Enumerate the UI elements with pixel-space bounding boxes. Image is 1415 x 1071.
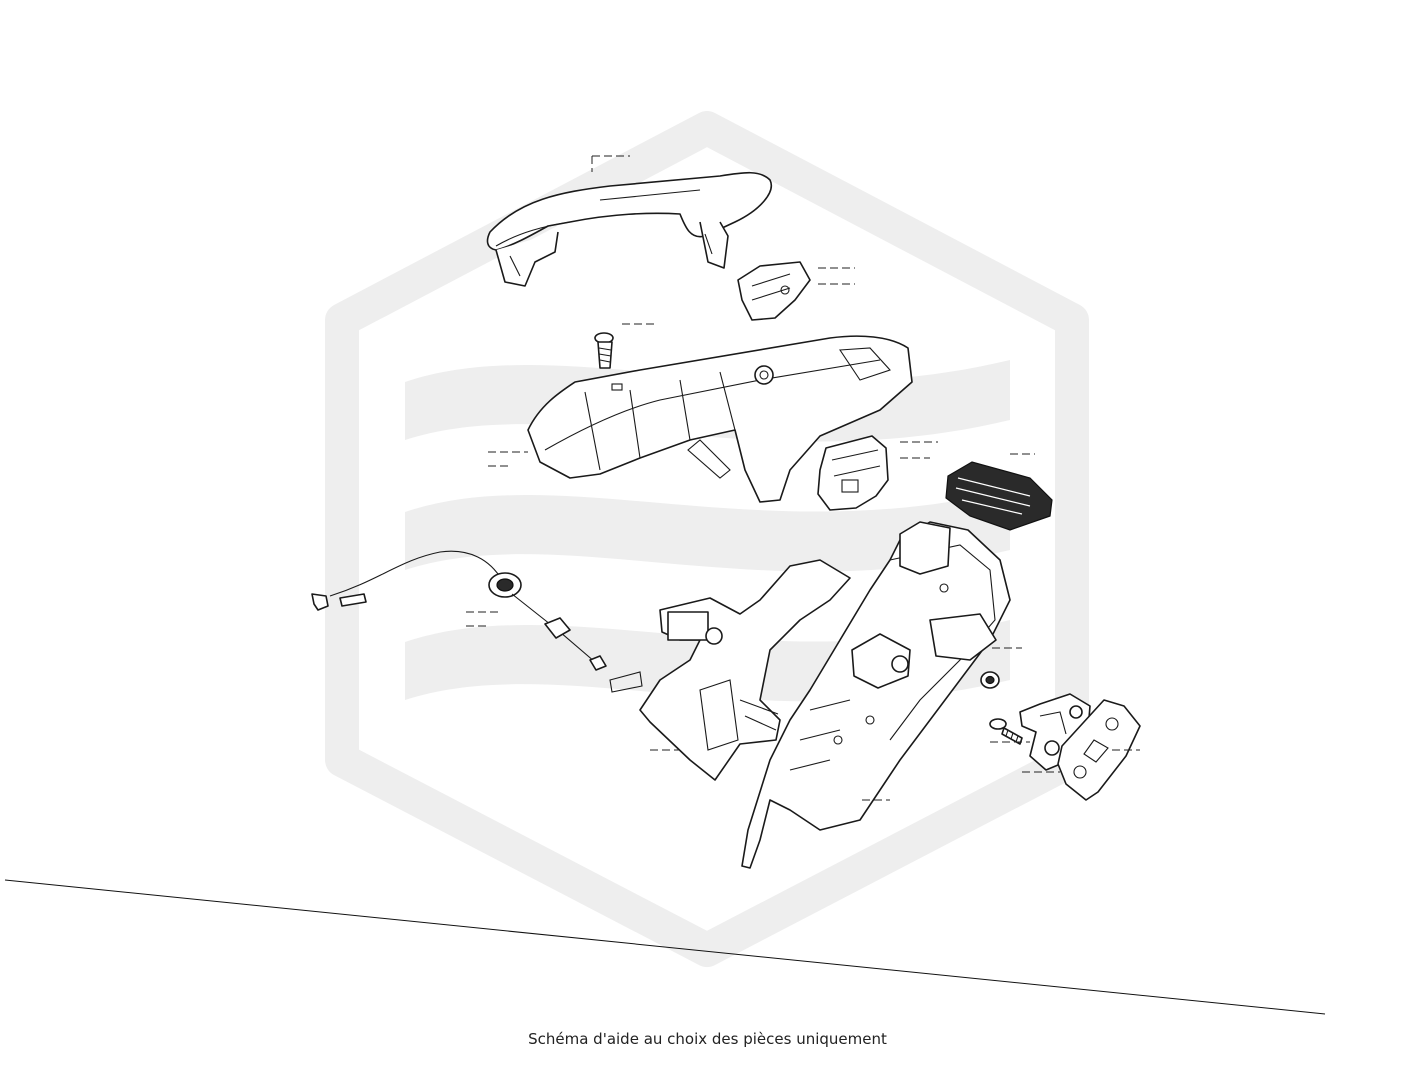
striker-shim: [1057, 699, 1141, 801]
handle-cap: [737, 261, 811, 321]
handle-carrier-bracket: [527, 335, 913, 503]
release-cable: [311, 550, 607, 671]
small-bolt: [980, 671, 1000, 689]
screw: [594, 332, 614, 369]
exterior-handle: [486, 171, 773, 287]
connector-module: [945, 461, 1053, 531]
leader-lines: [466, 155, 1140, 801]
striker-screw: [989, 718, 1023, 745]
caption: Schéma d'aide au choix des pièces unique…: [528, 1030, 887, 1048]
horizon-line: [4, 879, 1326, 1015]
inner-bracket: [609, 559, 851, 781]
door-lock-actuator: [741, 521, 1011, 869]
lock-cylinder-module: [817, 435, 889, 511]
